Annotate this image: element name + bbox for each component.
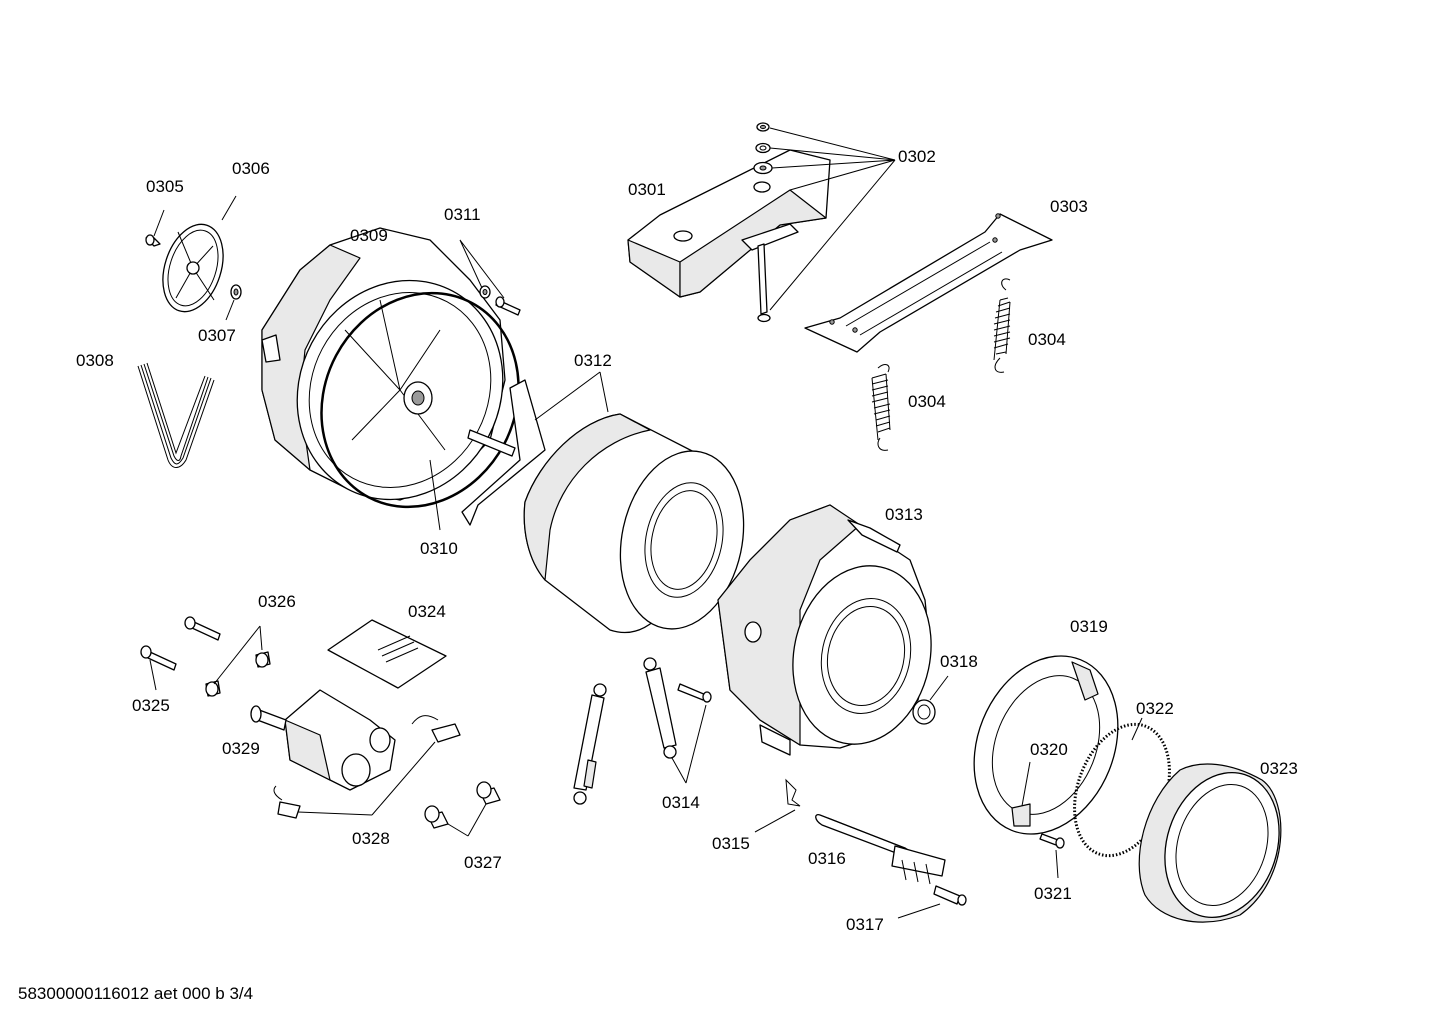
label-0329: 0329 [222,739,260,758]
part-0329-motor[interactable] [250,689,396,791]
drawing-reference-footer: 58300000116012 aet 000 b 3/4 [18,984,253,1003]
leader-0321 [1055,849,1059,879]
label-0323: 0323 [1260,759,1298,778]
part-0318-bung[interactable] [912,699,936,725]
part-0317-ntc-sensor[interactable] [933,885,967,906]
part-0303-cross-brace[interactable] [804,213,1053,353]
label-0307: 0307 [198,326,236,345]
leader-0317 [897,903,941,919]
label-0318: 0318 [940,652,978,671]
part-0320-hinge-block[interactable] [1011,803,1031,827]
label-0326: 0326 [258,592,296,611]
label-0321: 0321 [1034,884,1072,903]
part-0328-carbon-brushes[interactable] [273,715,461,819]
label-0301: 0301 [628,180,666,199]
leader-0307 [225,299,235,321]
part-0321-screw[interactable] [1039,833,1065,849]
leader-0325 [149,659,157,691]
leader-0320 [1021,761,1031,807]
label-0305: 0305 [146,177,184,196]
label-0319: 0319 [1070,617,1108,636]
part-0304-spring-upper[interactable] [993,278,1011,373]
label-0313: 0313 [885,505,923,524]
part-0324-instruction-sheet[interactable] [327,619,447,689]
part-0311-nut-bolt[interactable] [479,285,521,316]
label-0320: 0320 [1030,740,1068,759]
label-0314: 0314 [662,793,700,812]
leader-0310 [429,459,441,531]
leader-0311 [459,239,505,299]
label-0328: 0328 [352,829,390,848]
label-0304-lower: 0304 [908,392,946,411]
part-0313-front-tub[interactable] [717,504,947,757]
part-0304-spring-lower[interactable] [871,364,891,451]
leader-0315 [754,809,796,833]
part-0325-screws[interactable] [140,616,221,671]
label-0303: 0303 [1050,197,1088,216]
leader-0322 [1131,717,1143,741]
label-0327: 0327 [464,853,502,872]
label-0325: 0325 [132,696,170,715]
part-0323-door-seal[interactable] [1138,758,1297,933]
label-0324: 0324 [408,602,446,621]
label-0316: 0316 [808,849,846,868]
leader-0312 [534,371,609,421]
label-0302: 0302 [898,147,936,166]
part-0315-clip[interactable] [785,778,801,807]
part-0306-pulley[interactable] [152,217,233,320]
part-0309-rear-tub[interactable] [259,227,541,536]
label-0312: 0312 [574,351,612,370]
label-0308: 0308 [76,351,114,370]
leader-0327 [447,803,487,837]
part-0302-fasteners[interactable] [753,122,773,323]
part-0305-screw[interactable] [145,234,161,247]
leader-0305 [153,209,165,237]
label-0317: 0317 [846,915,884,934]
label-0304-upper: 0304 [1028,330,1066,349]
part-0314-shock-absorbers[interactable] [573,657,712,805]
part-0308-drive-belt[interactable] [137,362,215,468]
part-0326-nuts[interactable] [205,651,271,697]
leader-0328 [297,741,436,816]
label-0311: 0311 [444,205,481,224]
part-0307-washer[interactable] [230,284,242,300]
label-0306: 0306 [232,159,270,178]
leader-0326 [213,625,263,685]
label-0310: 0310 [420,539,458,558]
part-0312-drum-spider[interactable] [461,379,759,641]
leader-0318 [929,675,949,701]
part-0319-front-ring[interactable] [948,634,1143,856]
leader-0302 [769,127,896,311]
label-0315: 0315 [712,834,750,853]
label-0322: 0322 [1136,699,1174,718]
leader-0306 [221,195,237,221]
leader-0314 [671,704,707,784]
label-0309: 0309 [350,226,388,245]
part-0327-bushings[interactable] [424,781,501,829]
part-0316-heating-element[interactable] [815,814,946,885]
